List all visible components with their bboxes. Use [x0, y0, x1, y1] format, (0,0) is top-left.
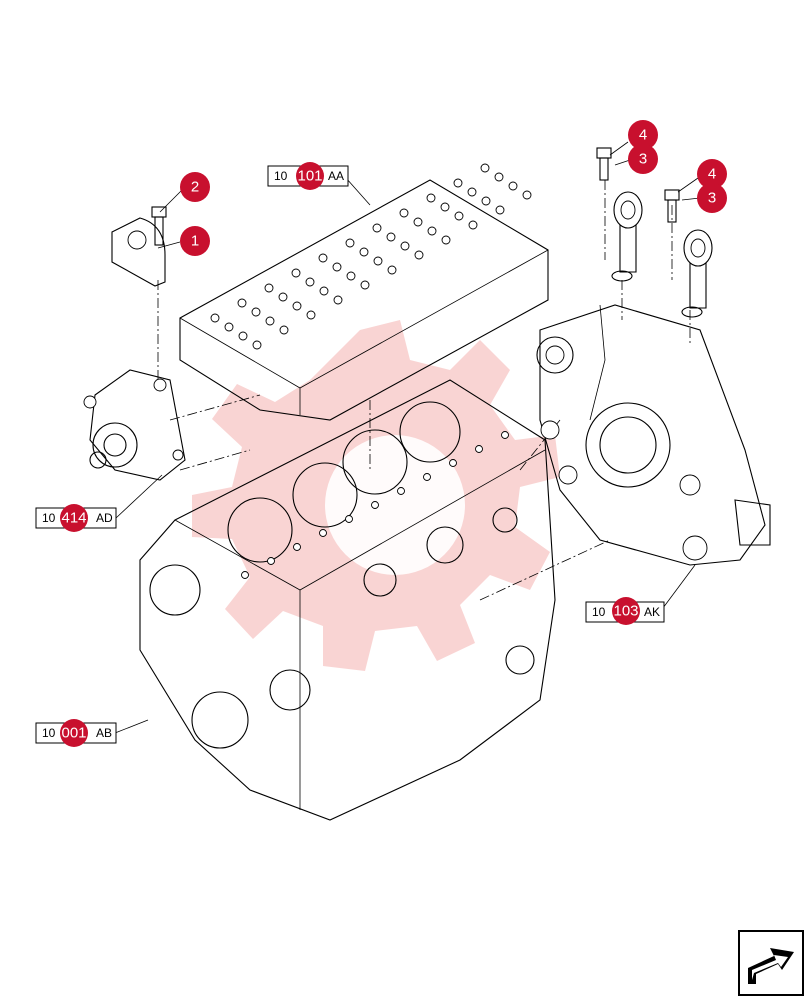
bolt-hole [279, 325, 289, 335]
svg-text:101: 101 [297, 168, 322, 185]
bolt-hole [454, 211, 464, 221]
watermark-gear-icon [192, 320, 560, 671]
bolt-hole [265, 316, 275, 326]
bolt-hole [494, 172, 504, 182]
lifting-eye-right[interactable] [664, 189, 713, 318]
bolt-hole [267, 557, 275, 565]
bracket-bolt[interactable] [151, 206, 167, 246]
bolt-hole [495, 205, 505, 215]
svg-text:4: 4 [708, 166, 716, 183]
svg-text:1: 1 [191, 233, 199, 250]
bolt-hole [423, 473, 431, 481]
bolt-hole [346, 271, 356, 281]
svg-text:10: 10 [42, 511, 56, 525]
bolt-hole [426, 193, 436, 203]
bolt-hole [318, 253, 328, 263]
bolt-hole [453, 178, 463, 188]
svg-text:10: 10 [592, 605, 606, 619]
water-pump[interactable] [83, 369, 186, 481]
bolt-hole [224, 322, 234, 332]
callout-part-3-left[interactable]: 3 [628, 144, 658, 174]
bolt-hole [413, 217, 423, 227]
svg-text:414: 414 [61, 510, 86, 527]
callout-part-2[interactable]: 2 [180, 172, 210, 202]
bolt-hole [278, 292, 288, 302]
engine-block[interactable] [139, 379, 556, 821]
svg-text:2: 2 [191, 179, 199, 196]
bolt-hole [319, 529, 327, 537]
bolt-hole [508, 181, 518, 191]
bolt-hole [360, 280, 370, 290]
flywheel-housing[interactable] [536, 304, 771, 566]
callout-part-4-left[interactable]: 4 [628, 120, 658, 150]
bolt-hole [400, 241, 410, 251]
bolt-hole [371, 501, 379, 509]
bolt-hole [292, 301, 302, 311]
reference-callout-water-pump[interactable]: 414 [60, 504, 88, 532]
bolt-hole [397, 487, 405, 495]
bolt-hole [291, 268, 301, 278]
svg-text:10: 10 [274, 169, 288, 183]
bolt-hole [264, 283, 274, 293]
svg-text:10: 10 [42, 726, 56, 740]
bolt-hole [319, 286, 329, 296]
lifting-eye-left[interactable] [596, 147, 643, 282]
bolt-hole [241, 571, 249, 579]
bolt-hole [345, 515, 353, 523]
assembly-lines [157, 180, 691, 601]
bolt-hole [475, 445, 483, 453]
bolt-hole [481, 196, 491, 206]
bolt-hole [210, 313, 220, 323]
bolt-hole [293, 543, 301, 551]
arrow-return-icon [738, 930, 804, 996]
bolt-hole [237, 298, 247, 308]
bolt-hole [414, 250, 424, 260]
svg-text:AA: AA [328, 169, 344, 183]
svg-text:AD: AD [96, 511, 113, 525]
bolt-hole [441, 235, 451, 245]
svg-text:3: 3 [708, 190, 716, 207]
bolt-hole [522, 190, 532, 200]
bolt-hole [252, 340, 262, 350]
return-navigation-button[interactable] [738, 930, 804, 996]
svg-text:103: 103 [613, 603, 638, 620]
bolt-hole [333, 295, 343, 305]
cylinder-head[interactable] [179, 163, 549, 421]
bolt-hole [345, 238, 355, 248]
reference-callout-cylinder-head[interactable]: 101 [296, 162, 324, 190]
bolt-hole [238, 331, 248, 341]
bolt-hole [373, 256, 383, 266]
bolt-hole [501, 431, 509, 439]
bolt-hole [480, 163, 490, 173]
bolt-hole [440, 202, 450, 212]
callout-part-1[interactable]: 1 [180, 226, 210, 256]
bolt-hole [359, 247, 369, 257]
svg-text:4: 4 [639, 127, 647, 144]
bolt-hole [305, 277, 315, 287]
reference-callout-engine-block[interactable]: 001 [60, 719, 88, 747]
bolt-hole [468, 220, 478, 230]
bolt-hole [427, 226, 437, 236]
bolt-hole [449, 459, 457, 467]
callout-part-4-right[interactable]: 4 [697, 159, 727, 189]
bolt-hole [467, 187, 477, 197]
bolt-hole [399, 208, 409, 218]
svg-text:AB: AB [96, 726, 112, 740]
svg-text:001: 001 [61, 725, 86, 742]
lifting-bracket[interactable] [111, 217, 166, 287]
bolt-hole [387, 265, 397, 275]
svg-text:AK: AK [644, 605, 660, 619]
reference-leaders [114, 141, 701, 734]
reference-callout-flywheel-housing[interactable]: 103 [612, 597, 640, 625]
svg-text:3: 3 [639, 151, 647, 168]
bolt-hole [372, 223, 382, 233]
bolt-hole [386, 232, 396, 242]
bolt-hole [251, 307, 261, 317]
bolt-hole [306, 310, 316, 320]
callout-part-3-right[interactable]: 3 [697, 183, 727, 213]
bolt-hole [332, 262, 342, 272]
